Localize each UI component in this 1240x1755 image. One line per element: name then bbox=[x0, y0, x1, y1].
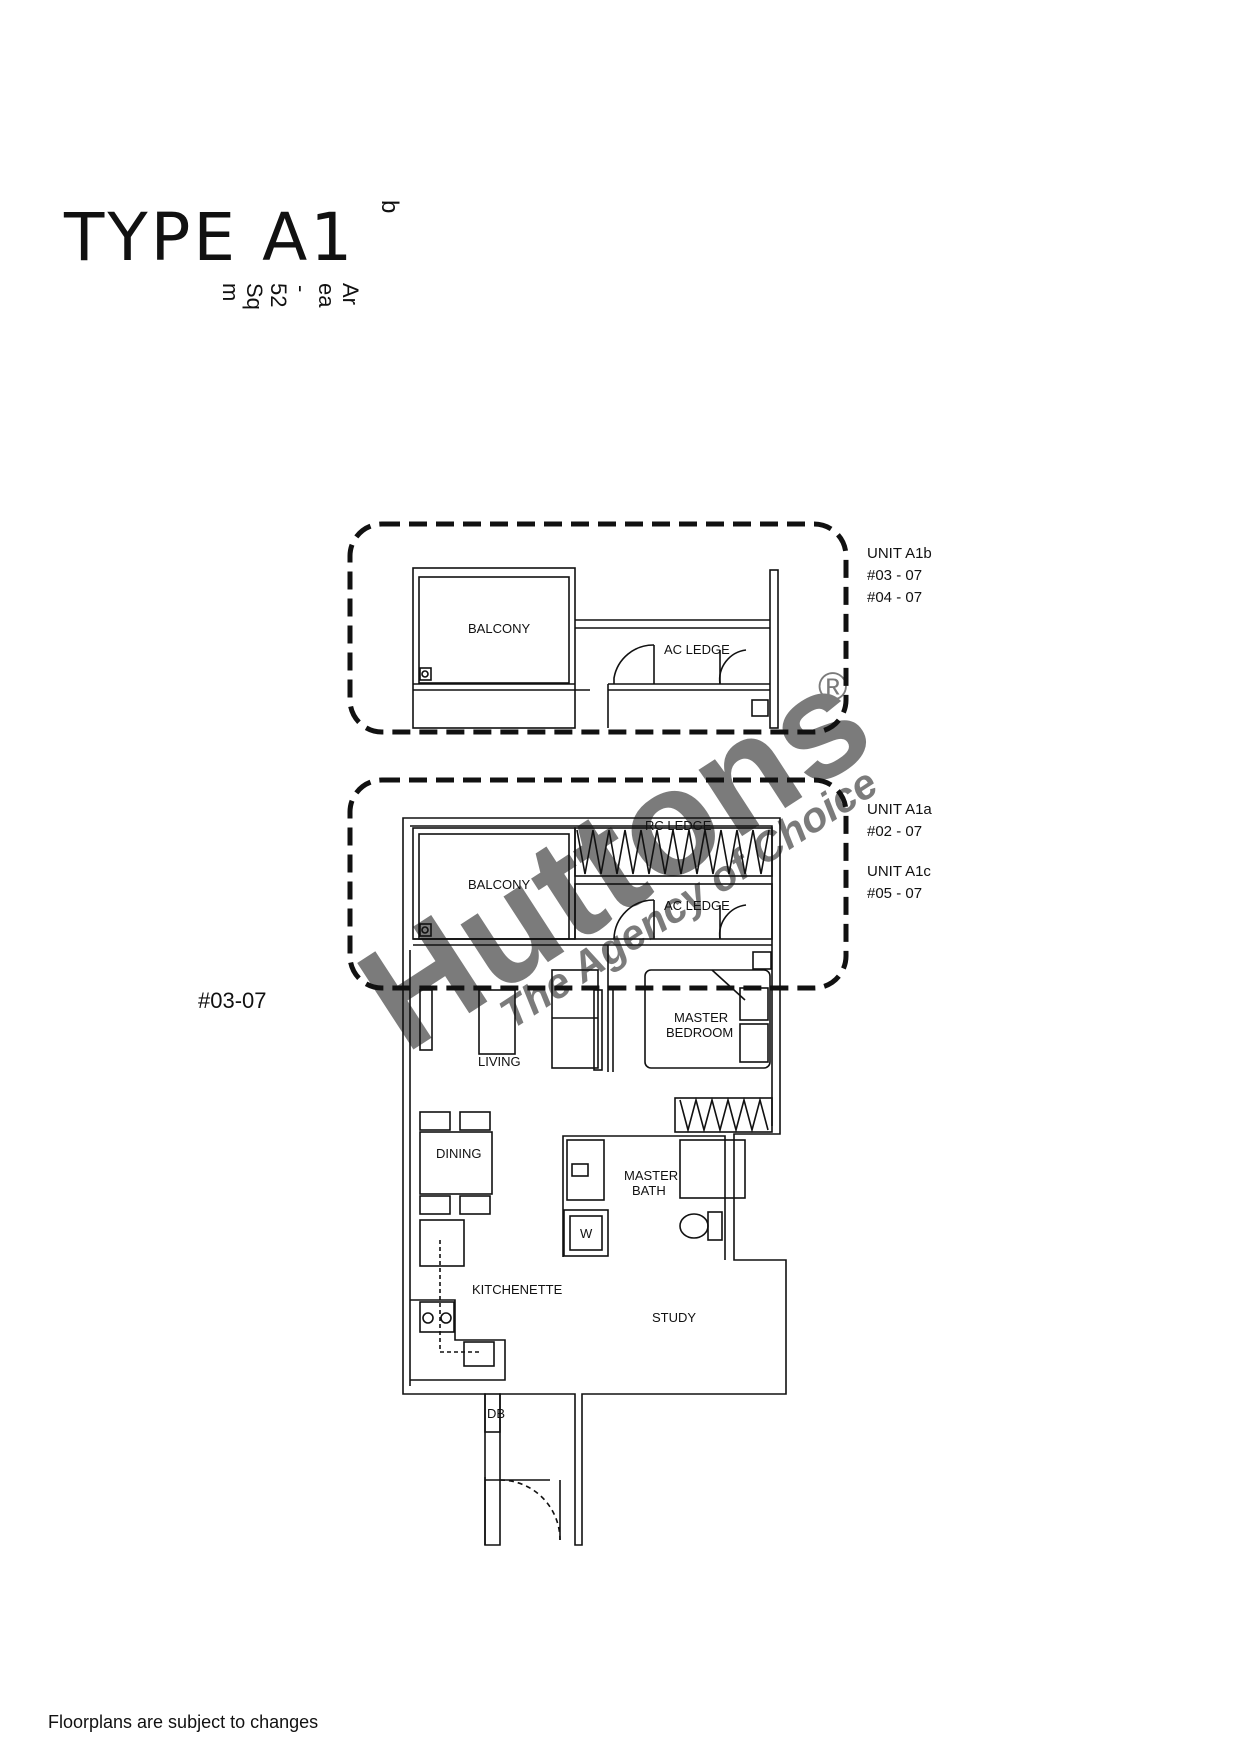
unit-line: UNIT A1c bbox=[867, 863, 931, 880]
variant-a1b-plan bbox=[412, 567, 779, 729]
label-rc-ledge: RC LEDGE bbox=[645, 818, 712, 833]
label-db: DB bbox=[487, 1406, 505, 1421]
unit-number: #03-07 bbox=[198, 988, 267, 1013]
unit-line: UNIT A1b bbox=[867, 545, 932, 562]
callout-box-a1b bbox=[347, 521, 849, 735]
label-living: LIVING bbox=[478, 1054, 521, 1069]
unit-group-a1b: UNIT A1b #03 - 07 #04 - 07 bbox=[867, 543, 932, 609]
label-master-bath-2: BATH bbox=[632, 1183, 666, 1198]
variant-a1a-main-plan bbox=[402, 817, 787, 1546]
label-master-bedroom-1: MASTER bbox=[674, 1010, 728, 1025]
label-kitchenette: KITCHENETTE bbox=[472, 1282, 563, 1297]
unit-line: #05 - 07 bbox=[867, 885, 923, 902]
label-balcony: BALCONY bbox=[468, 877, 530, 892]
unit-line: #02 - 07 bbox=[867, 823, 923, 840]
label-ac-ledge: AC LEDGE bbox=[664, 898, 730, 913]
label-study: STUDY bbox=[652, 1310, 696, 1325]
label-dining: DINING bbox=[436, 1146, 482, 1161]
unit-line: UNIT A1a bbox=[867, 801, 932, 818]
label-ac-ledge-top: AC LEDGE bbox=[664, 642, 730, 657]
label-master-bedroom-2: BEDROOM bbox=[666, 1025, 733, 1040]
label-master-bath-1: MASTER bbox=[624, 1168, 678, 1183]
room-labels: BALCONY AC LEDGE RC LEDGE BALCONY AC LED… bbox=[436, 621, 733, 1421]
unit-line: #04 - 07 bbox=[867, 589, 923, 606]
plan-type-title: TYPE A1 bbox=[64, 199, 356, 276]
unit-group-a1a-a1c: UNIT A1a #02 - 07 UNIT A1c #05 - 07 bbox=[867, 799, 932, 905]
rc-ledge-hatching bbox=[576, 829, 770, 875]
unit-line: #03 - 07 bbox=[867, 567, 923, 584]
label-washer: W bbox=[580, 1226, 593, 1241]
disclaimer: Floorplans are subject to changes bbox=[48, 1712, 319, 1732]
watermark-mark: ® bbox=[818, 665, 847, 709]
label-balcony-top: BALCONY bbox=[468, 621, 530, 636]
